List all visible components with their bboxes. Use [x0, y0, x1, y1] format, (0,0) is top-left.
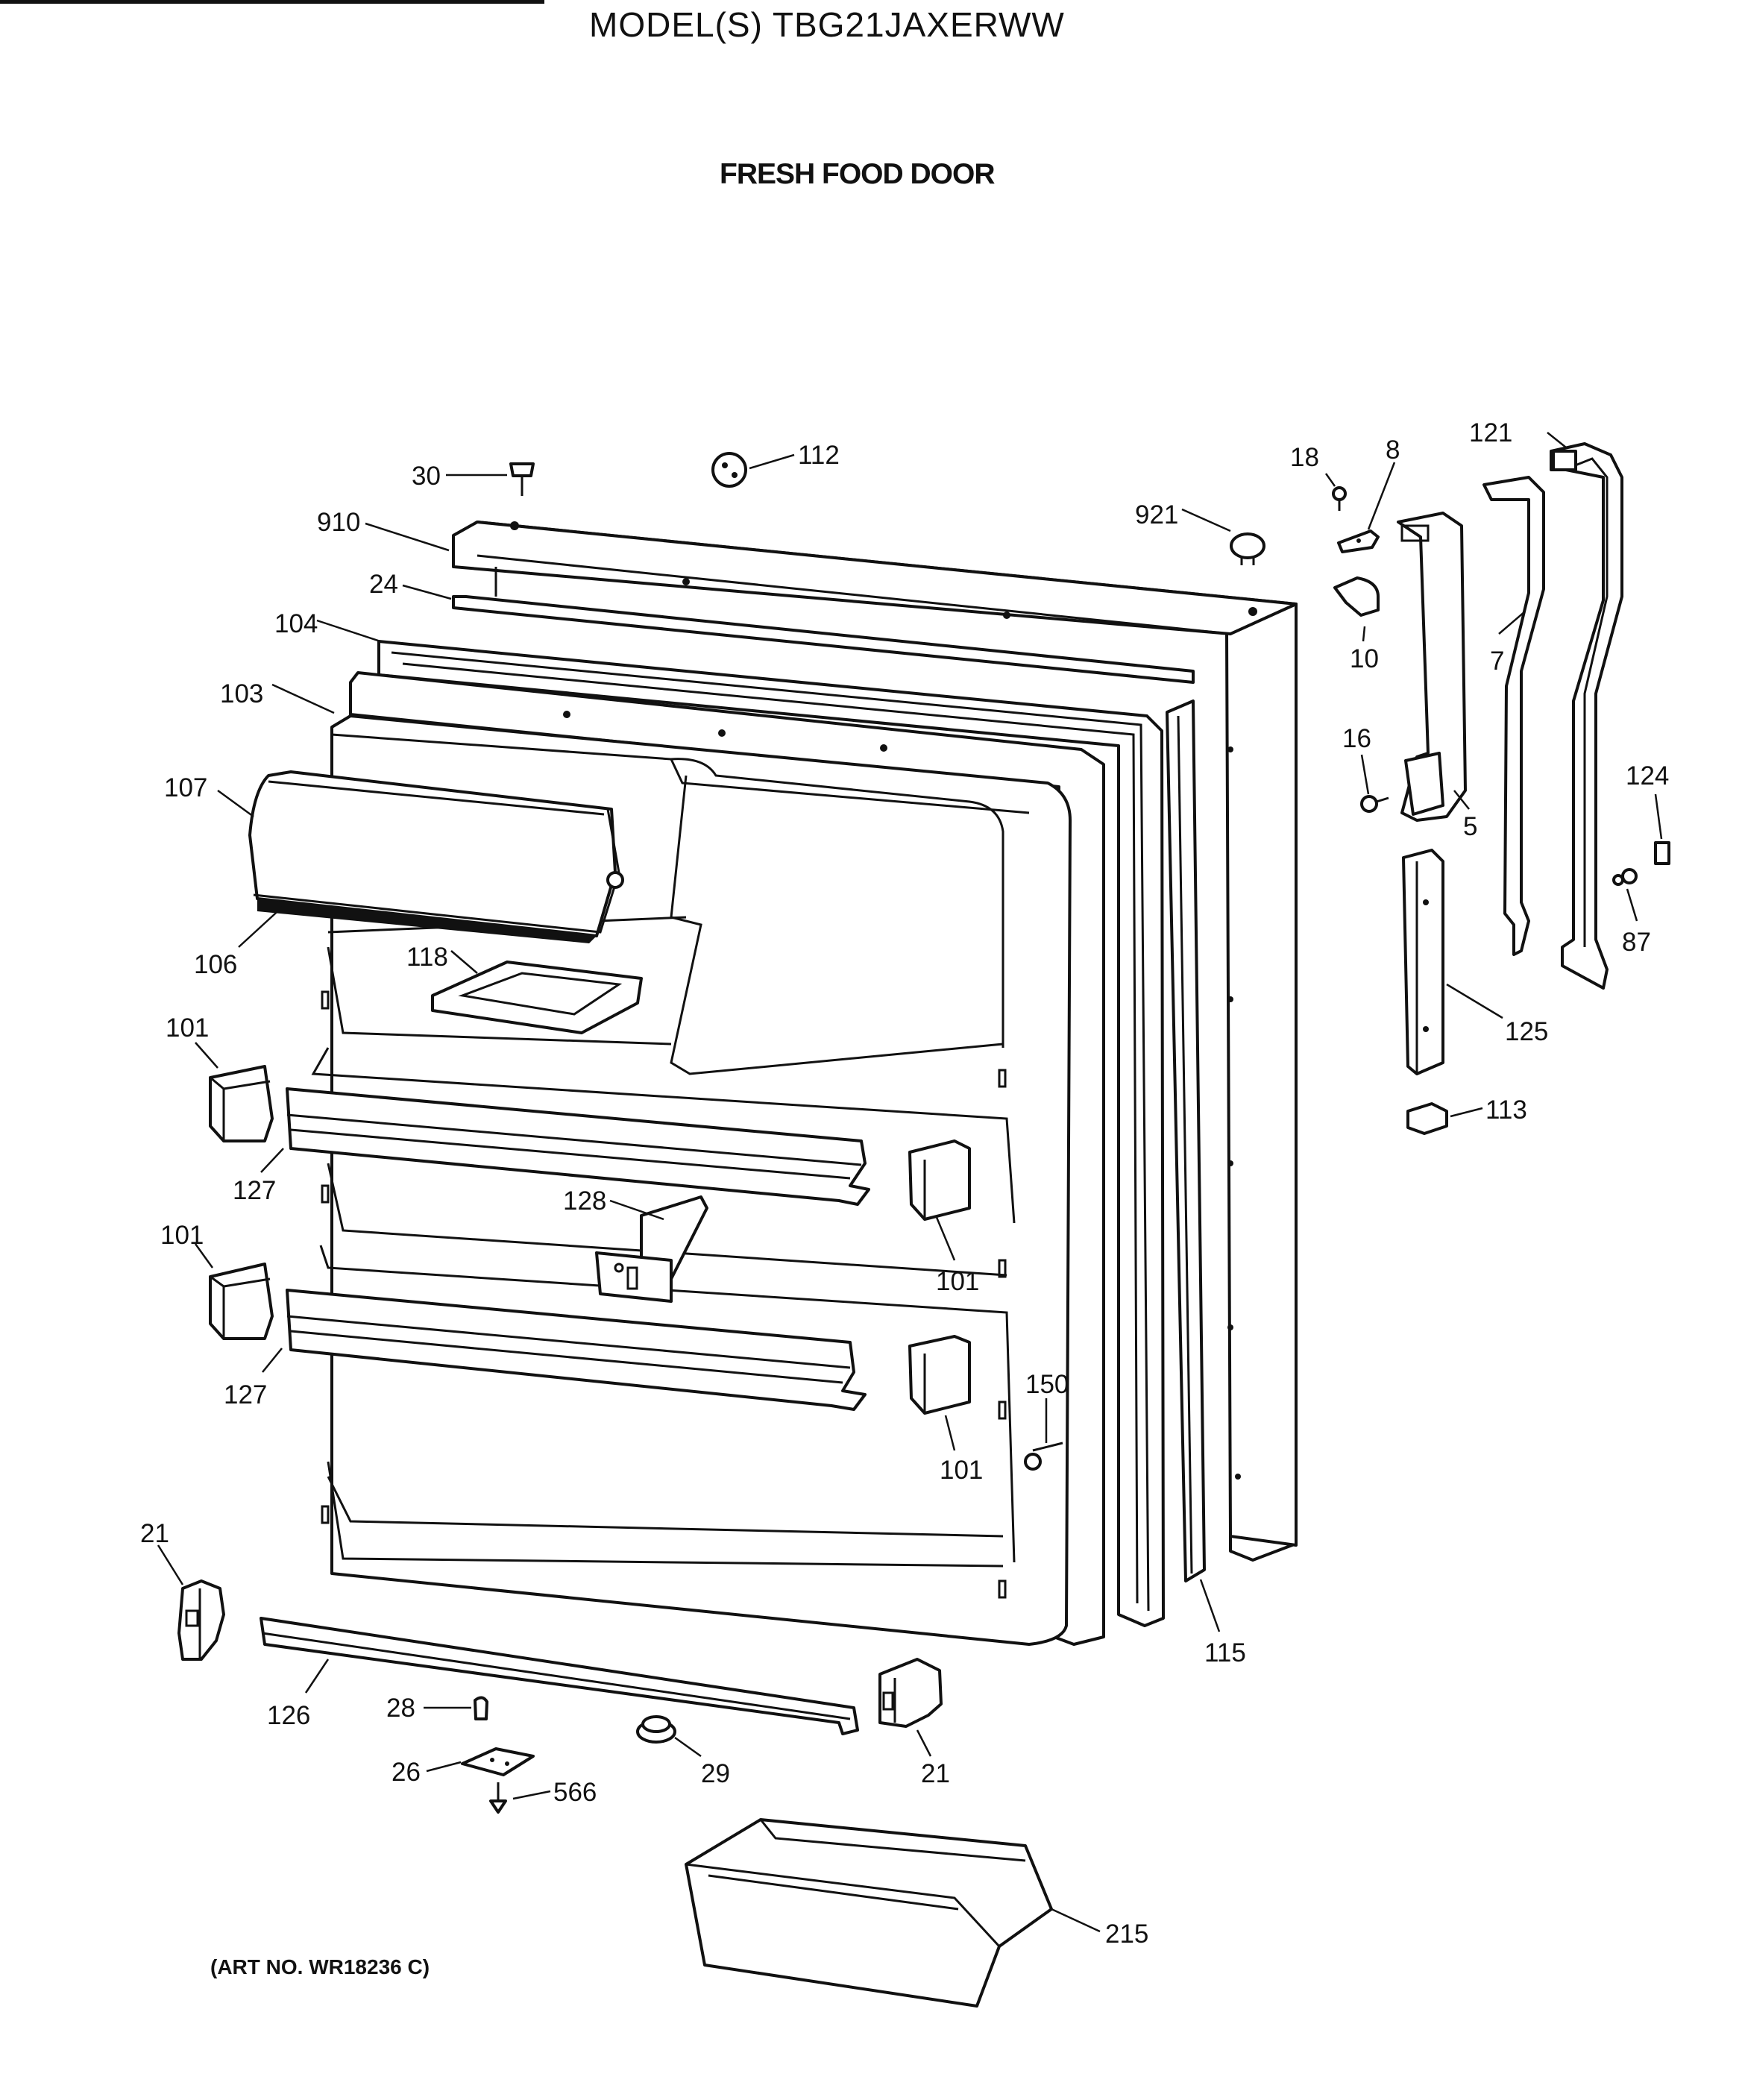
callout-910: 910: [317, 508, 360, 537]
bottom-shelf-bar-126[interactable]: [260, 1617, 859, 1735]
callout-8: 8: [1386, 436, 1400, 465]
callout-7: 7: [1490, 647, 1504, 676]
shelf-end-cap-101-mid-left[interactable]: [209, 1263, 274, 1340]
handle-channel-125[interactable]: [1402, 849, 1444, 1075]
hinge-cap-21-right[interactable]: [878, 1658, 943, 1728]
callout-121: 121: [1469, 418, 1512, 447]
callout-101-mid-left: 101: [160, 1221, 204, 1250]
callout-101-upper-left: 101: [166, 1013, 209, 1043]
door-gasket-104[interactable]: [377, 640, 1165, 1627]
outer-door-panel-910[interactable]: [452, 521, 1298, 1562]
butter-tray-118[interactable]: [431, 961, 643, 1034]
callout-118: 118: [406, 943, 448, 972]
callout-18: 18: [1290, 443, 1319, 472]
callout-30: 30: [412, 462, 441, 491]
screw-150[interactable]: [1024, 1442, 1063, 1471]
screw-18[interactable]: [1332, 486, 1347, 511]
callout-103: 103: [220, 679, 263, 708]
screw-16[interactable]: [1360, 795, 1389, 813]
hinge-cap-21-left[interactable]: [177, 1579, 225, 1661]
handle-end-cap-113[interactable]: [1406, 1102, 1448, 1135]
callout-101-upper-right: 101: [936, 1267, 979, 1296]
door-bin-215[interactable]: [685, 1818, 1053, 2008]
callout-124: 124: [1626, 761, 1669, 790]
callout-112: 112: [798, 441, 840, 470]
leader-lines: [157, 432, 1663, 1933]
callout-5: 5: [1463, 812, 1477, 841]
callout-921: 921: [1135, 500, 1178, 529]
hole-plug-112[interactable]: [711, 452, 747, 488]
hinge-support-5[interactable]: [1397, 512, 1467, 822]
pivot-pin-28[interactable]: [474, 1696, 488, 1720]
callout-10: 10: [1350, 644, 1379, 673]
callout-128: 128: [563, 1186, 606, 1216]
hinge-cover-10[interactable]: [1333, 576, 1380, 617]
hole-plug-921[interactable]: [1230, 532, 1265, 565]
callout-566: 566: [553, 1778, 597, 1807]
callout-24: 24: [369, 570, 398, 599]
callout-29: 29: [701, 1759, 730, 1788]
clip-124[interactable]: [1654, 841, 1670, 865]
door-handle-strip-7[interactable]: [1482, 476, 1545, 956]
callout-21-left: 21: [140, 1519, 169, 1548]
hinge-plate-26[interactable]: [461, 1747, 535, 1776]
section-title: FRESH FOOD DOOR: [720, 158, 996, 190]
side-gasket-strip-115[interactable]: [1166, 700, 1206, 1582]
callout-labels: 30 112 910 24 104 103 107 106 118 101 12…: [140, 418, 1669, 1949]
shelf-end-cap-101-lower-right[interactable]: [908, 1335, 971, 1415]
callout-21-right: 21: [921, 1759, 950, 1788]
callout-87: 87: [1622, 928, 1651, 957]
callout-125: 125: [1505, 1017, 1548, 1046]
screw-87[interactable]: [1612, 868, 1638, 886]
model-title: MODEL(S) TBG21JAXERWW: [589, 5, 1065, 44]
callout-104: 104: [274, 609, 318, 638]
screw-566[interactable]: [489, 1782, 507, 1814]
hinge-bracket-8[interactable]: [1337, 529, 1380, 553]
screw-30[interactable]: [509, 462, 535, 496]
callout-127-lower: 127: [224, 1380, 267, 1409]
callout-26: 26: [392, 1758, 421, 1787]
shelf-end-cap-101-upper-right[interactable]: [908, 1139, 971, 1221]
callout-106: 106: [194, 950, 237, 979]
callout-215: 215: [1105, 1920, 1148, 1949]
callout-107: 107: [164, 773, 207, 802]
shelf-end-cap-101-upper-left[interactable]: [209, 1065, 274, 1142]
header-rule: [0, 0, 544, 4]
art-number: (ART NO. WR18236 C): [210, 1955, 430, 1978]
top-trim-strip-24[interactable]: [452, 595, 1195, 684]
callout-113: 113: [1485, 1095, 1527, 1125]
callout-115: 115: [1204, 1638, 1246, 1667]
callout-127-upper: 127: [233, 1176, 276, 1205]
door-stop-plug-29[interactable]: [636, 1715, 676, 1744]
callout-126: 126: [267, 1701, 310, 1730]
callout-28: 28: [386, 1694, 415, 1723]
door-shelf-bar-127-lower[interactable]: [286, 1289, 867, 1411]
door-handle-strip-121[interactable]: [1550, 442, 1623, 990]
dairy-door-107[interactable]: [248, 770, 624, 943]
callout-16: 16: [1342, 724, 1371, 753]
callout-150: 150: [1025, 1370, 1069, 1399]
door-shelf-bar-127-upper[interactable]: [286, 1087, 870, 1206]
callout-101-lower-right: 101: [940, 1456, 983, 1485]
